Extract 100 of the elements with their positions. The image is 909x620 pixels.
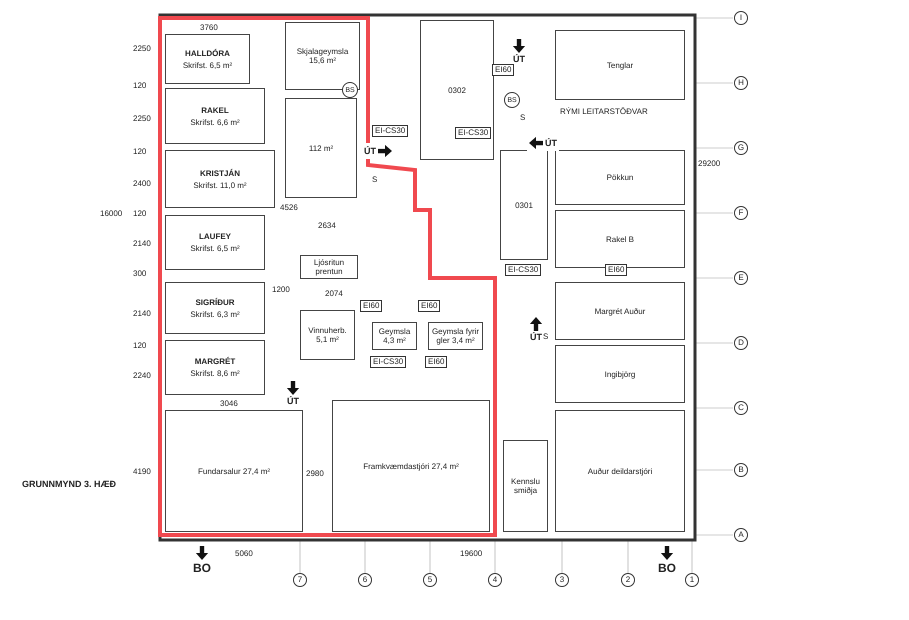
occupant-name: SIGRÍÐUR	[194, 298, 236, 306]
grid-marker: I	[734, 11, 748, 25]
dimension-text: 2250	[133, 115, 151, 123]
room	[555, 150, 685, 205]
room-label: Pökkun	[606, 173, 634, 182]
dimension-text: 300	[133, 270, 146, 278]
dimension-text: S	[543, 333, 548, 341]
room	[503, 440, 548, 532]
fire-rating-tag: EI60	[360, 300, 382, 312]
grid-marker: 3	[555, 573, 569, 587]
dimension-text: 2250	[133, 45, 151, 53]
room-label: 112 m²	[308, 144, 334, 152]
room	[428, 322, 483, 350]
room	[165, 215, 265, 270]
room-label: Vinnuherb. 5,1 m²	[307, 326, 348, 344]
room-label: Framkvæmdastjóri 27,4 m²	[362, 462, 460, 470]
grid-marker: B	[734, 463, 748, 477]
fire-rating-tag: EI-CS30	[370, 356, 406, 368]
room-label: Skjalageymsla 15,6 m²	[296, 47, 350, 65]
grid-marker: D	[734, 336, 748, 350]
room-label: Tenglar	[606, 60, 634, 70]
room	[300, 255, 358, 279]
exit-text: BO	[193, 546, 211, 574]
fire-rating-tag: EI-CS30	[372, 125, 408, 137]
room	[555, 210, 685, 268]
dimension-text: 3046	[220, 400, 238, 408]
grid-marker: E	[734, 271, 748, 285]
room-label: Ljósritun prentun	[312, 258, 346, 276]
room	[555, 30, 685, 100]
exit-sign: ÚT	[362, 143, 394, 159]
room	[420, 20, 494, 160]
room	[165, 34, 250, 84]
room-label: Auður deildarstjóri	[586, 466, 654, 476]
grid-marker: 6	[358, 573, 372, 587]
dimension-text: 2074	[325, 290, 343, 298]
room-label: Kennslu smiðja	[510, 477, 541, 495]
room	[555, 345, 685, 403]
room-label: Skrifst. 6,3 m²	[189, 310, 241, 318]
room-label: Skrifst. 6,5 m²	[182, 60, 234, 70]
occupant-name: KRISTJÁN	[198, 168, 241, 178]
room-label: 0302	[447, 86, 467, 94]
dimension-text: 2140	[133, 240, 151, 248]
room-label: Rakel B	[604, 234, 635, 244]
room-label: Fundarsalur 27,4 m²	[196, 466, 272, 476]
dimension-text: 2400	[133, 180, 151, 188]
exit-sign: ÚT	[527, 135, 559, 151]
dimension-text: 2634	[318, 222, 336, 230]
room-label: Geymsla 4,3 m²	[378, 327, 412, 345]
room	[165, 410, 303, 532]
room-label: Skrifst. 8,6 m²	[189, 369, 241, 378]
fire-rating-tag: EI60	[605, 264, 628, 276]
dimension-text: 3760	[200, 24, 218, 32]
fire-rating-tag: EI-CS30	[505, 264, 542, 276]
room	[285, 98, 357, 198]
room	[165, 88, 265, 144]
room-label: Skrifst. 6,6 m²	[189, 118, 241, 126]
room	[372, 322, 417, 350]
dimension-text: 19600	[460, 550, 482, 558]
grid-marker: 2	[621, 573, 635, 587]
dimension-text: 120	[133, 82, 146, 90]
room-label: Skrifst. 11,0 m²	[192, 180, 248, 190]
grid-marker: 4	[488, 573, 502, 587]
exit-sign: ÚT	[284, 380, 302, 407]
dimension-text: 120	[133, 342, 146, 350]
fire-rating-tag: EI60	[492, 64, 514, 76]
dimension-text: 4190	[133, 468, 151, 476]
dimension-text: S	[372, 176, 378, 184]
grid-marker: A	[734, 528, 748, 542]
dimension-text: 16000	[100, 210, 122, 218]
fire-rating-tag: EI60	[418, 300, 440, 312]
grid-marker: G	[734, 141, 748, 155]
dimension-text: 2140	[133, 310, 151, 318]
dimension-text: 120	[133, 210, 146, 218]
room-label: Margrét Auður	[594, 306, 646, 316]
grid-marker: H	[734, 76, 748, 90]
fire-rating-tag: EI60	[425, 356, 448, 368]
occupant-name: RAKEL	[200, 106, 230, 114]
occupant-name: LAUFEY	[198, 232, 232, 241]
dimension-text: 2980	[306, 470, 324, 478]
room	[555, 282, 685, 340]
dimension-text: 2240	[133, 372, 151, 380]
grid-marker: 1	[685, 573, 699, 587]
grid-marker: C	[734, 401, 748, 415]
room	[500, 150, 548, 260]
room-label: Geymsla fyrir gler 3,4 m²	[430, 327, 480, 345]
dimension-text: S	[520, 114, 526, 122]
exit-text: BO	[658, 546, 676, 574]
dimension-text: 5060	[235, 550, 253, 558]
dimension-text: RÝMI LEITARSTÖÐVAR	[560, 108, 648, 116]
room-label: Ingibjörg	[604, 370, 636, 378]
room	[165, 340, 265, 395]
dimension-text: 4526	[280, 204, 298, 212]
grid-marker: 5	[423, 573, 437, 587]
room	[555, 410, 685, 532]
dimension-text: 120	[133, 148, 146, 156]
exit-sign: ÚT	[527, 316, 545, 343]
dimension-text: 1200	[272, 286, 290, 294]
room-label: Skrifst. 6,5 m²	[189, 244, 241, 253]
room	[165, 282, 265, 334]
grid-marker: F	[734, 206, 748, 220]
